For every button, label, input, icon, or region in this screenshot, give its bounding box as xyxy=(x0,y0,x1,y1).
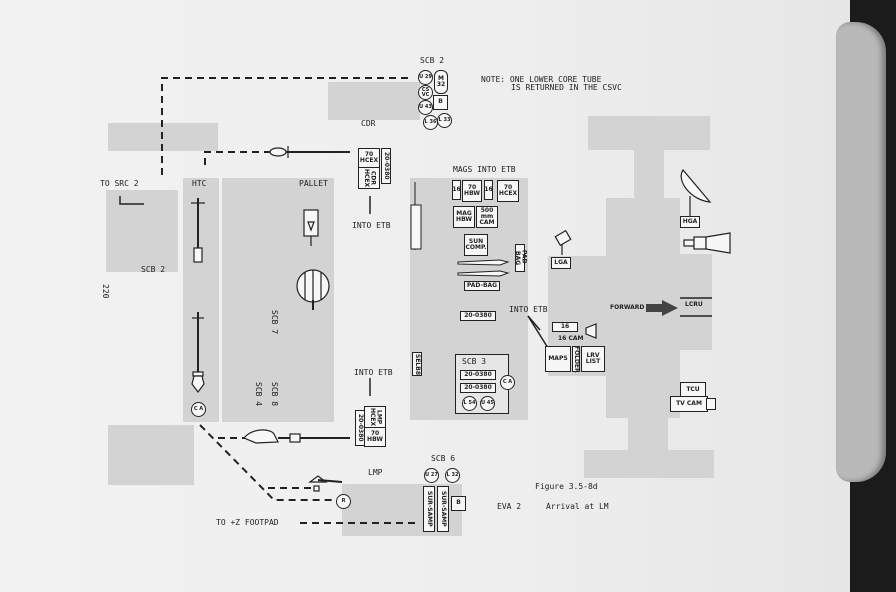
cdr-into-etb-label: INTO ETB xyxy=(352,221,391,230)
scoop-tool-icon xyxy=(191,312,205,393)
cdr-hcex-bag: CDR HCEX xyxy=(358,167,380,189)
lrv-lower-neck xyxy=(628,418,668,450)
dashed-route-scb2 xyxy=(161,77,412,175)
scb3-sleeve-1: 20-0380 xyxy=(460,370,496,380)
scb3-sleeve-2: 20-0380 xyxy=(460,383,496,393)
etb-sleeve-20-0380: 20-0380 xyxy=(460,311,496,321)
hga-label: HGA xyxy=(680,216,700,228)
lmp-into-etb-label: INTO ETB xyxy=(354,368,393,377)
scb2-bag-l33: L 33 xyxy=(437,113,452,128)
htc-label: HTC xyxy=(192,179,207,188)
cdr-label: CDR xyxy=(361,119,376,128)
scb3-label: SCB 3 xyxy=(462,357,487,366)
scb2-bag-u29: U 29 xyxy=(418,70,433,85)
scb3-bag-ca: C A xyxy=(500,375,515,390)
scb7-label: SCB 7 xyxy=(270,310,279,335)
scb2-bag-csvc: CS VC xyxy=(418,85,433,100)
hga-dish-icon xyxy=(680,169,712,216)
lga-antenna-icon xyxy=(554,229,572,255)
pallet-label: PALLET xyxy=(299,179,328,188)
lrv-right-panel xyxy=(680,254,712,350)
into-etb-arrow-right-2 xyxy=(527,315,549,349)
lmp-70-hbw: 70 HBW xyxy=(364,427,386,447)
to-src2-label: TO SRC 2 xyxy=(100,179,139,188)
lm-cdr-area xyxy=(328,82,420,120)
scb2-bag-l36: L 36 xyxy=(423,115,438,130)
etb-70-hcex: 70 HCEX xyxy=(497,180,519,202)
tv-cam-box: TV CAM xyxy=(670,396,708,412)
scb3-bag-u45: U 45 xyxy=(480,396,495,411)
forward-label: FORWARD xyxy=(610,304,645,311)
scb6-bag-u27: U 27 xyxy=(424,468,439,483)
scb2-bag-u43: U 43 xyxy=(418,100,433,115)
lrv-neck xyxy=(634,150,664,198)
note-line-2: IS RETURNED IN THE CSVC xyxy=(511,83,622,92)
to-footpad-label: TO +Z FOOTPAD xyxy=(216,518,279,527)
mags-into-etb-label: MAGS INTO ETB xyxy=(453,165,516,174)
tv-cam-mount xyxy=(706,398,716,410)
scb6-sur-samp-1: SUR-SAMP xyxy=(423,486,435,532)
binder-ring xyxy=(836,22,886,482)
scb2-left-label: SCB 2 xyxy=(141,265,166,274)
scb6-box-b: B xyxy=(451,496,466,511)
lrv-list: LRV LIST xyxy=(581,346,605,372)
lrv-16mm-mag: 16 xyxy=(552,322,578,332)
scb6-sur-samp-2: SUR-SAMP xyxy=(437,486,449,532)
lmp-label: LMP xyxy=(368,468,383,477)
cdr-70-hcex: 70 HCEX xyxy=(358,148,380,168)
hammer-icon xyxy=(308,475,343,492)
scb2-top-label: SCB 2 xyxy=(420,56,445,65)
dashed-route-htc xyxy=(204,151,270,165)
etb-sun-compass: SUN COMP. xyxy=(464,234,488,256)
etb-500mm-cam: 500 mm CAM xyxy=(476,206,498,228)
lrv-top-bar xyxy=(588,116,710,150)
etb-mag-16-a: 16 xyxy=(452,180,461,200)
lcru-label: LCRU xyxy=(685,301,703,308)
scb2-bag-m32: M 32 xyxy=(434,70,448,94)
figure-mission: EVA 2 xyxy=(497,502,522,511)
dac-lens-icon xyxy=(585,323,597,339)
core-tube-icons xyxy=(457,259,510,277)
forward-arrow-icon xyxy=(646,300,678,316)
htc-bag-ca: C A xyxy=(191,402,206,417)
cdr-sleeve-20-0380: 20-0380 xyxy=(381,148,391,184)
rake-icon xyxy=(296,269,330,310)
lmp-tool-r: R xyxy=(336,494,351,509)
etb-pad-bag-horizontal: PAD-BAG xyxy=(464,281,500,291)
page-number: 220 xyxy=(101,284,110,299)
figure-event: Arrival at LM xyxy=(546,502,609,511)
etb-mag-hbw: MAG HBW xyxy=(453,206,475,228)
lrv-maps: MAPS xyxy=(545,346,571,372)
lm-bottom-left xyxy=(108,425,194,485)
scb2-box-b: B xyxy=(433,95,448,110)
note-line-1: NOTE: ONE LOWER CORE TUBE xyxy=(481,75,602,84)
scb3-bag-l54: L 54 xyxy=(462,396,477,411)
pallet-dispenser-icon xyxy=(303,209,319,246)
htc-tool-icon xyxy=(191,198,205,263)
lmp-drive-tube-icon xyxy=(243,429,350,444)
cdr-drive-tube-icon xyxy=(269,146,350,158)
dashed-route-lmp-lower xyxy=(199,424,335,501)
lga-label: LGA xyxy=(551,257,571,269)
tv-camera-icon xyxy=(683,232,731,254)
figure-number: Figure 3.5-8d xyxy=(535,482,598,491)
lrv-16-cam-label: 16 CAM xyxy=(558,335,584,342)
lrv-bottom-bar xyxy=(584,450,714,478)
etb-mag-16-b: 16 xyxy=(484,180,493,200)
to-src2-arrow xyxy=(119,196,144,205)
etb-selb8-tag: SELB8 xyxy=(412,352,422,376)
into-etb-right-label: INTO ETB xyxy=(509,305,548,314)
scb6-label: SCB 6 xyxy=(431,454,456,463)
scb4-label: SCB 4 xyxy=(254,382,263,407)
scb6-bag-l32: L 32 xyxy=(445,468,460,483)
tongs-icon xyxy=(410,182,422,250)
lrv-folder: FOLDER xyxy=(572,345,581,373)
scb8-label: SCB 8 xyxy=(270,382,279,407)
lmp-hcex-bag: LMP HCEX xyxy=(364,406,386,428)
etb-pad-bag-vertical: PAD-BAG xyxy=(514,244,527,272)
etb-70-hbw: 70 HBW xyxy=(462,180,482,202)
